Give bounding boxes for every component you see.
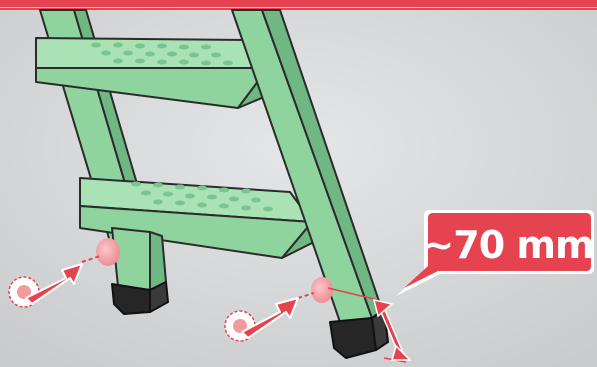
callout-label: ~70 mm	[422, 223, 593, 267]
left-rail-foot-segment	[112, 228, 166, 290]
top-border	[0, 0, 597, 10]
